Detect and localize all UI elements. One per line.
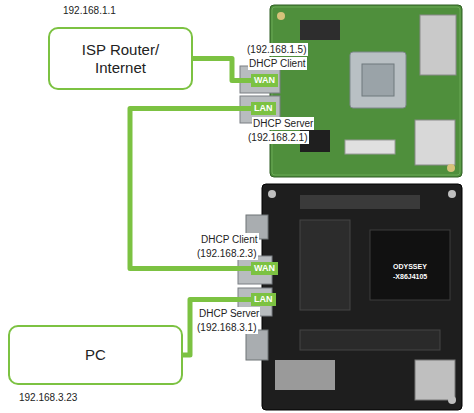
ip-address: 192.168.1.1 bbox=[62, 4, 117, 17]
ip-address: 192.168.3.23 bbox=[18, 391, 78, 404]
dhcp-role: DHCP Server bbox=[252, 117, 314, 130]
node-text: WAN bbox=[254, 263, 275, 274]
network-box: ISP Router/ Internet bbox=[48, 27, 193, 90]
board-model: -X86J4105 bbox=[392, 272, 428, 281]
network-cable bbox=[193, 59, 251, 81]
node-text: ISP Router/ Internet bbox=[58, 41, 183, 77]
node-text: PC bbox=[85, 346, 106, 364]
computer-box: PC bbox=[8, 325, 183, 385]
node-text: LAN bbox=[254, 294, 273, 305]
board-name: ODYSSEY bbox=[392, 262, 428, 271]
dhcp-role: DHCP Server bbox=[198, 307, 260, 320]
node-text: LAN bbox=[254, 103, 273, 114]
ip-address: (192.168.1.5) bbox=[246, 43, 308, 56]
port-label: WAN bbox=[251, 262, 278, 275]
port-label: LAN bbox=[251, 102, 276, 115]
dhcp-role: DHCP Client bbox=[200, 233, 259, 246]
dhcp-role: DHCP Client bbox=[248, 57, 307, 70]
ip-address: (192.168.2.1) bbox=[247, 131, 309, 144]
compute-module bbox=[350, 52, 406, 108]
port-label: WAN bbox=[251, 74, 278, 87]
router-board bbox=[270, 5, 462, 177]
ip-address: (192.168.3.1) bbox=[196, 321, 258, 334]
odyssey-board bbox=[262, 184, 462, 410]
cable-line bbox=[193, 59, 251, 81]
port-label: LAN bbox=[251, 293, 276, 306]
ip-address: (192.168.2.3) bbox=[196, 247, 258, 260]
node-text: WAN bbox=[254, 75, 275, 86]
